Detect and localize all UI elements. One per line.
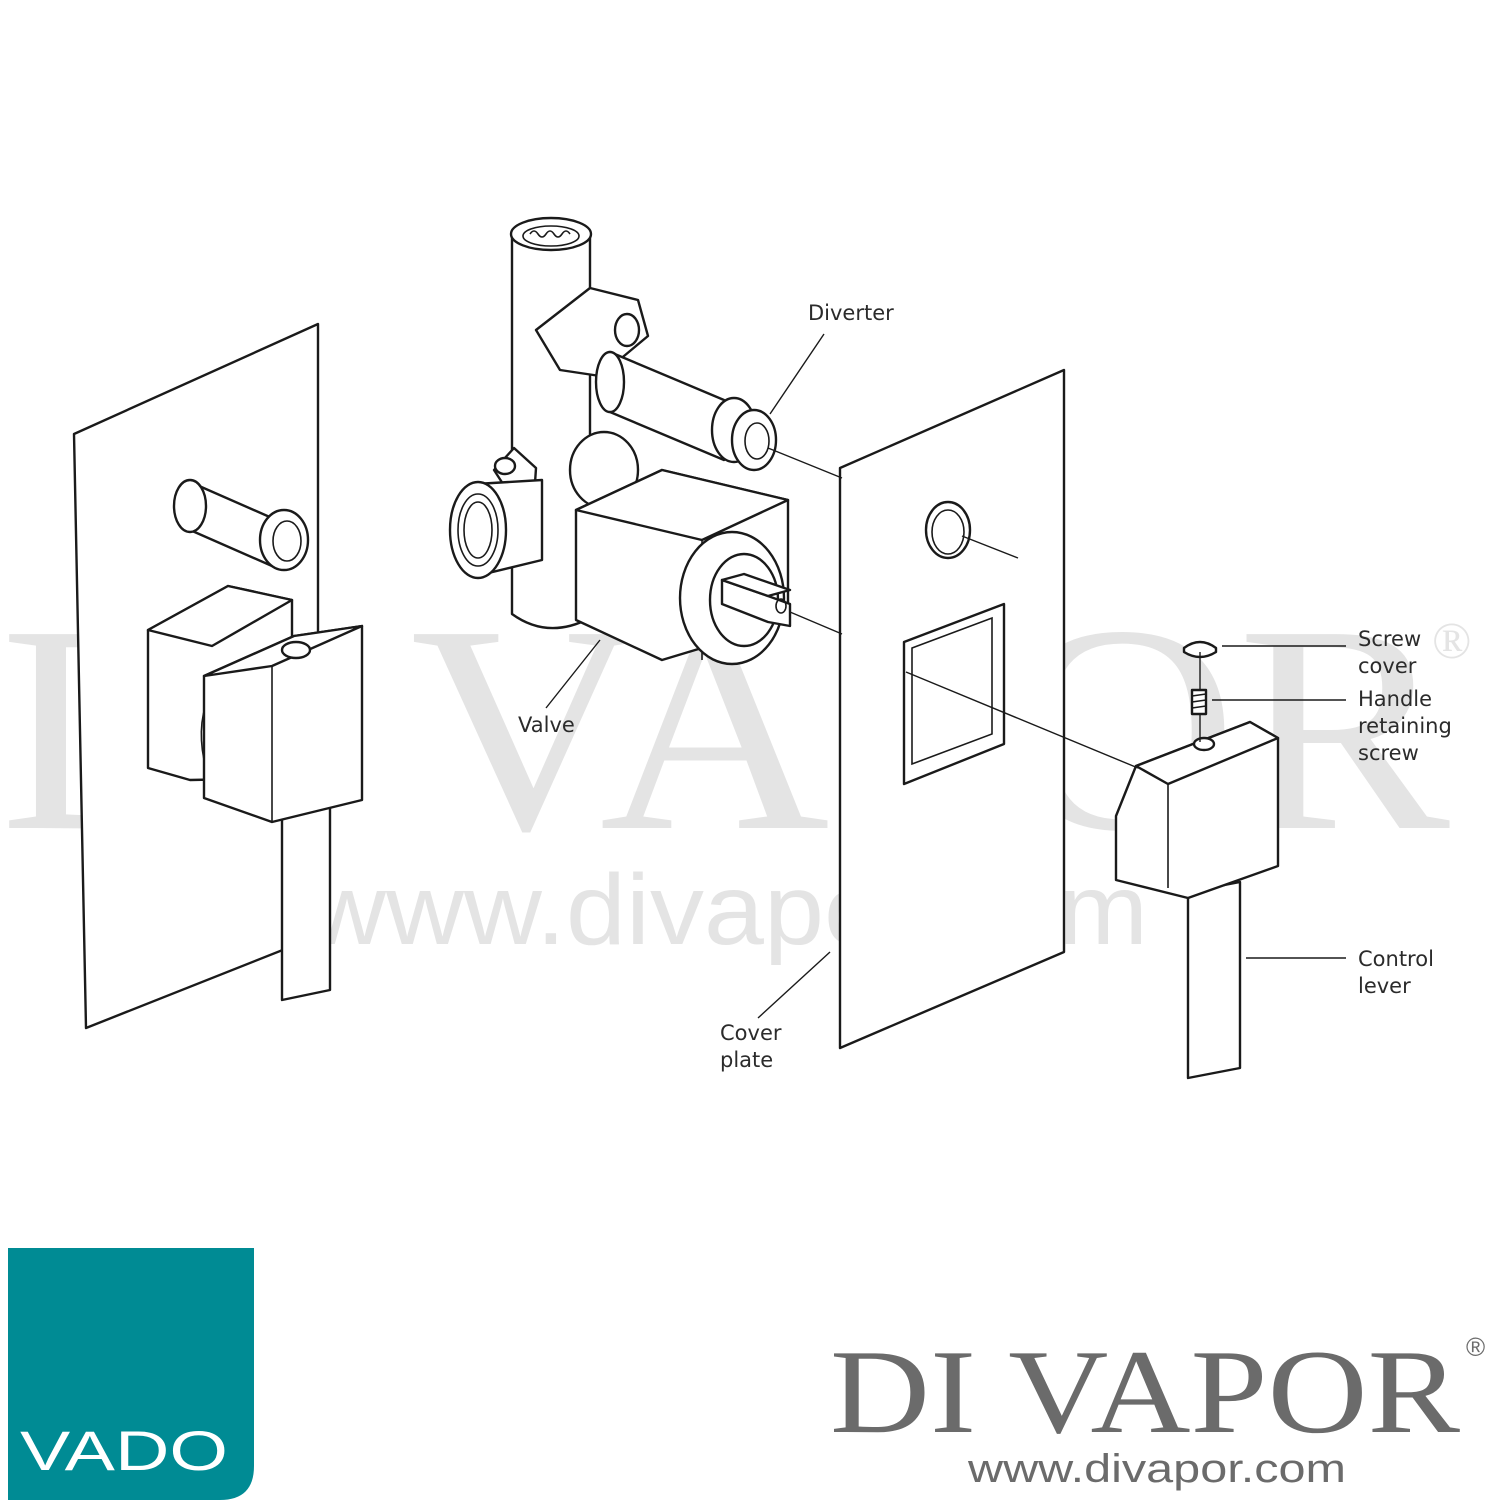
handle-retaining-screw [1190,688,1208,716]
label-control-lever: Control lever [1358,947,1441,998]
valve-body [448,216,792,666]
callouts: Diverter Valve Screw cover Handle retain… [518,301,1459,1072]
vado-logo-text: VADO [20,1419,228,1482]
cover-plate [838,368,1066,1050]
divapor-logo-url: www.divapor.com [967,1447,1346,1491]
label-screw-cover: Screw cover [1358,627,1428,678]
divapor-logo: DI VAPOR ® www.divapor.com [830,1325,1485,1491]
assembly-lines [767,447,1201,769]
label-cover-plate: Cover plate [720,1021,788,1072]
label-handle-retaining-screw: Handle retaining screw [1358,687,1459,765]
label-valve: Valve [518,713,575,737]
assembled-diverter-knob [172,478,310,572]
vado-logo-tile [8,1248,254,1500]
divapor-logo-brand: DI VAPOR [830,1325,1460,1458]
divapor-logo-registered: ® [1466,1332,1485,1362]
assembled-unit [72,322,364,1030]
vado-logo: VADO [8,1248,254,1500]
label-diverter: Diverter [808,301,894,325]
exploded-handle [1114,640,1280,1080]
watermark-registered: ® [1432,613,1472,670]
screw-cover [1182,640,1218,659]
control-lever [1186,880,1242,1080]
assembled-control-lever [280,800,332,1002]
